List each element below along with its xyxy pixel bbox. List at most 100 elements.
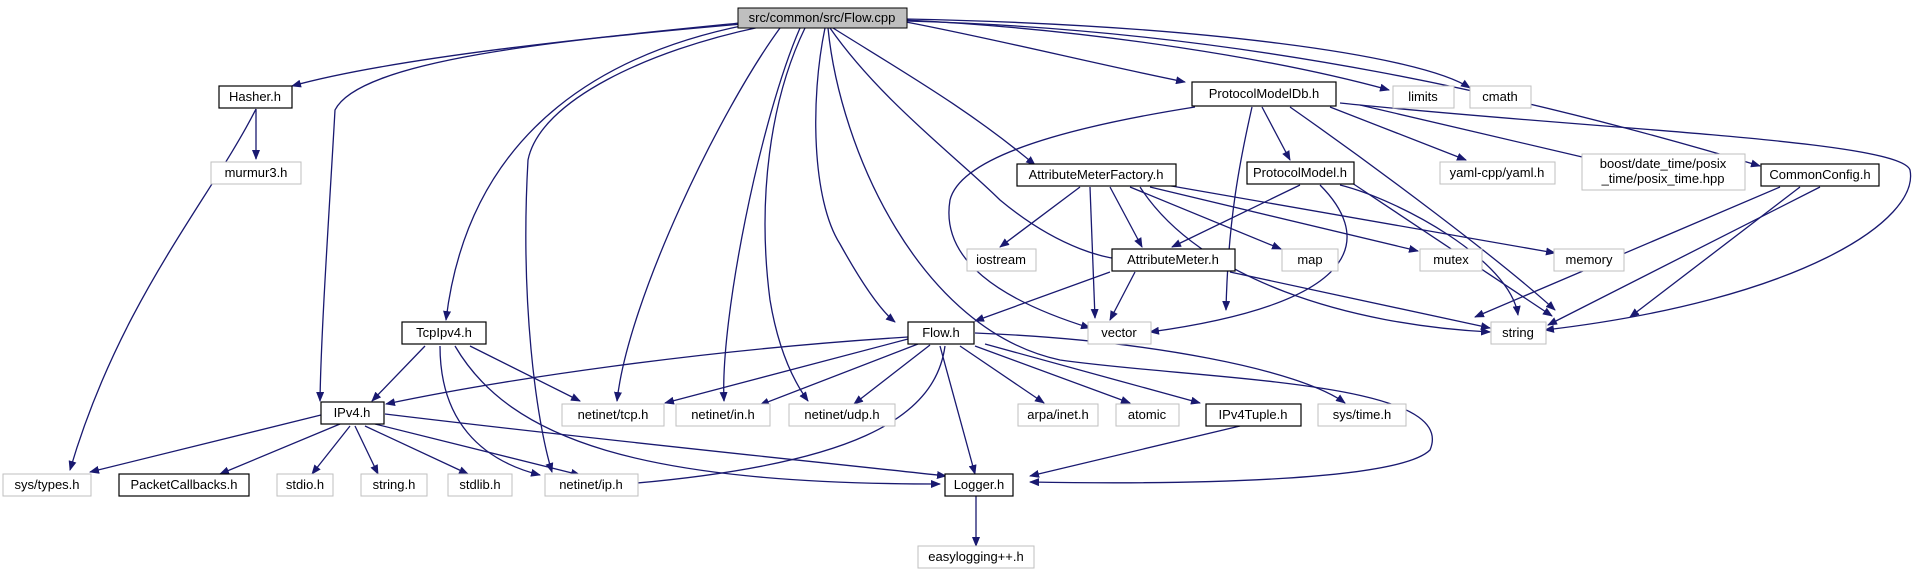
node-label: AttributeMeterFactory.h <box>1029 167 1164 182</box>
edge-root-limits <box>905 19 1390 92</box>
node-label: stdlib.h <box>459 477 500 492</box>
edge-ipv4-logger <box>384 413 947 479</box>
node-mutex[interactable]: mutex <box>1419 248 1483 272</box>
edge-tcpipv4-ipv4 <box>371 345 426 402</box>
node-ipv4tuple-h[interactable]: IPv4Tuple.h <box>1205 403 1302 427</box>
node-label: netinet/udp.h <box>804 407 879 422</box>
edge-amf-mutex <box>1149 186 1419 253</box>
node-netinet-ip[interactable]: netinet/ip.h <box>544 473 639 497</box>
node-label: ProtocolModel.h <box>1253 165 1347 180</box>
node-label: netinet/tcp.h <box>578 407 649 422</box>
edge-flow-tcp <box>664 338 909 405</box>
node-vector[interactable]: vector <box>1087 321 1152 345</box>
node-attributemeter-h[interactable]: AttributeMeter.h <box>1111 248 1236 272</box>
edge-tcpipv4-ip <box>439 345 541 477</box>
node-sys-time[interactable]: sys/time.h <box>1317 403 1407 427</box>
node-label: IPv4Tuple.h <box>1219 407 1288 422</box>
node-yaml-cpp[interactable]: yaml-cpp/yaml.h <box>1439 161 1556 185</box>
node-label-line2: _time/posix_time.hpp <box>1601 171 1725 186</box>
edge-root-commonconfig <box>905 20 1761 168</box>
node-label: Logger.h <box>954 477 1005 492</box>
node-root-flow-cpp[interactable]: src/common/src/Flow.cpp <box>737 7 908 29</box>
edge-amf-attributemeter <box>1109 186 1143 248</box>
node-easylogging-h[interactable]: easylogging++.h <box>917 545 1035 569</box>
node-atomic[interactable]: atomic <box>1115 403 1180 427</box>
node-stdlib-h[interactable]: stdlib.h <box>447 473 513 497</box>
node-arpa-inet[interactable]: arpa/inet.h <box>1017 403 1099 427</box>
node-label: netinet/ip.h <box>559 477 623 492</box>
edge-root-tcpipv4 <box>443 24 747 321</box>
node-packetcallbacks-h[interactable]: PacketCallbacks.h <box>118 473 250 497</box>
edge-root-protocolmodeldb <box>905 21 1186 85</box>
edge-pmdb-boost <box>1359 104 1596 162</box>
node-netinet-udp[interactable]: netinet/udp.h <box>788 403 896 427</box>
edge-amf-iostream <box>999 186 1081 248</box>
edge-hasher-systypes <box>68 108 257 471</box>
node-string[interactable]: string <box>1490 321 1547 345</box>
node-label: string <box>1502 325 1534 340</box>
edge-ipv4-stringh <box>354 425 379 475</box>
node-label: netinet/in.h <box>691 407 755 422</box>
node-protocolmodel-h[interactable]: ProtocolModel.h <box>1246 161 1355 185</box>
node-label: CommonConfig.h <box>1769 167 1870 182</box>
node-label: PacketCallbacks.h <box>131 477 238 492</box>
edge-root-attributemeterfactory <box>832 27 1036 166</box>
edge-amf-map <box>1129 186 1282 250</box>
edge-ipv4-ip <box>374 423 581 477</box>
node-label: IPv4.h <box>334 405 371 420</box>
node-murmur3-h[interactable]: murmur3.h <box>210 161 302 185</box>
node-logger-h[interactable]: Logger.h <box>944 473 1014 497</box>
node-tcpipv4-h[interactable]: TcpIpv4.h <box>401 321 487 345</box>
node-label: mutex <box>1433 252 1469 267</box>
edge-flow-in <box>759 343 919 406</box>
edge-tcpipv4-logger <box>454 345 941 488</box>
edge-root-flow <box>815 27 896 323</box>
edge-root-attributemeter <box>829 27 1131 264</box>
node-commonconfig-h[interactable]: CommonConfig.h <box>1760 163 1880 187</box>
edge-root-in <box>719 27 801 402</box>
node-ipv4-h[interactable]: IPv4.h <box>320 401 385 425</box>
edge-pmdb-yaml <box>1329 106 1467 161</box>
edge-pm-attributemeter <box>1171 184 1301 248</box>
edge-ipv4-stdio <box>311 425 351 475</box>
node-boost-posix-time[interactable]: boost/date_time/posix _time/posix_time.h… <box>1581 153 1746 191</box>
edge-root-hasher <box>291 22 741 88</box>
edge-root-udp <box>764 27 809 402</box>
node-map[interactable]: map <box>1281 248 1339 272</box>
node-label: murmur3.h <box>225 165 288 180</box>
edge-ipv4tuple-logger <box>1029 425 1241 478</box>
node-hasher-h[interactable]: Hasher.h <box>218 85 293 109</box>
edge-root-ipv4 <box>316 23 743 402</box>
node-attributemeterfactory-h[interactable]: AttributeMeterFactory.h <box>1016 163 1177 187</box>
node-label-line1: boost/date_time/posix <box>1600 156 1727 171</box>
node-netinet-tcp[interactable]: netinet/tcp.h <box>561 403 665 427</box>
node-memory[interactable]: memory <box>1553 248 1625 272</box>
node-label: map <box>1297 252 1322 267</box>
node-label: src/common/src/Flow.cpp <box>749 10 896 25</box>
node-label: atomic <box>1128 407 1167 422</box>
node-label: Hasher.h <box>229 89 281 104</box>
edge-flow-udp <box>853 344 931 405</box>
node-stdio-h[interactable]: stdio.h <box>276 473 334 497</box>
node-netinet-in[interactable]: netinet/in.h <box>675 403 771 427</box>
node-label: memory <box>1566 252 1613 267</box>
node-iostream[interactable]: iostream <box>966 248 1037 272</box>
node-string-h[interactable]: string.h <box>360 473 428 497</box>
edge-root-tcp <box>614 27 781 402</box>
edge-am-vector <box>1109 271 1136 321</box>
node-label: TcpIpv4.h <box>416 325 472 340</box>
edge-root-ip <box>525 26 761 473</box>
edge-pmdb-map <box>1222 106 1253 311</box>
node-label: iostream <box>976 252 1026 267</box>
node-flow-h[interactable]: Flow.h <box>907 321 975 345</box>
edge-cc-mutex <box>1474 186 1781 318</box>
node-limits[interactable]: limits <box>1392 85 1455 109</box>
node-label: yaml-cpp/yaml.h <box>1450 165 1545 180</box>
node-label: vector <box>1101 325 1137 340</box>
node-cmath[interactable]: cmath <box>1469 85 1532 109</box>
node-protocolmodeldb-h[interactable]: ProtocolModelDb.h <box>1191 81 1337 107</box>
edge-flow-ipv4tuple <box>984 343 1201 405</box>
node-label: ProtocolModelDb.h <box>1209 86 1320 101</box>
node-sys-types[interactable]: sys/types.h <box>2 473 92 497</box>
